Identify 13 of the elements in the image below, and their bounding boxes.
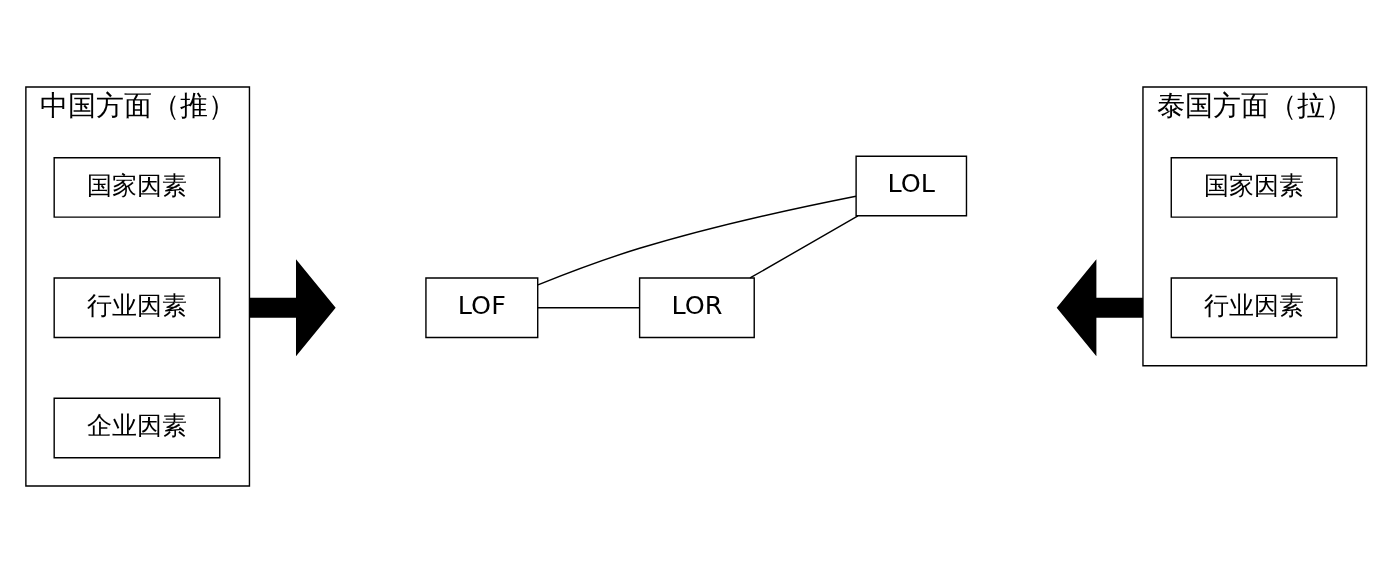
node-box: LOL <box>855 155 968 216</box>
node-box: LOF <box>425 276 539 338</box>
node-box: 企业因素 <box>53 397 221 458</box>
node-box: 国家因素 <box>53 156 221 218</box>
node-box: 国家因素 <box>1170 156 1338 218</box>
connector <box>537 306 641 308</box>
arrow <box>249 258 336 356</box>
node-box: 行业因素 <box>53 276 221 338</box>
connector <box>537 195 857 286</box>
arrow <box>1056 258 1143 356</box>
node-box: LOR <box>638 276 755 338</box>
node-box: 行业因素 <box>1170 276 1338 338</box>
connector <box>749 214 859 279</box>
